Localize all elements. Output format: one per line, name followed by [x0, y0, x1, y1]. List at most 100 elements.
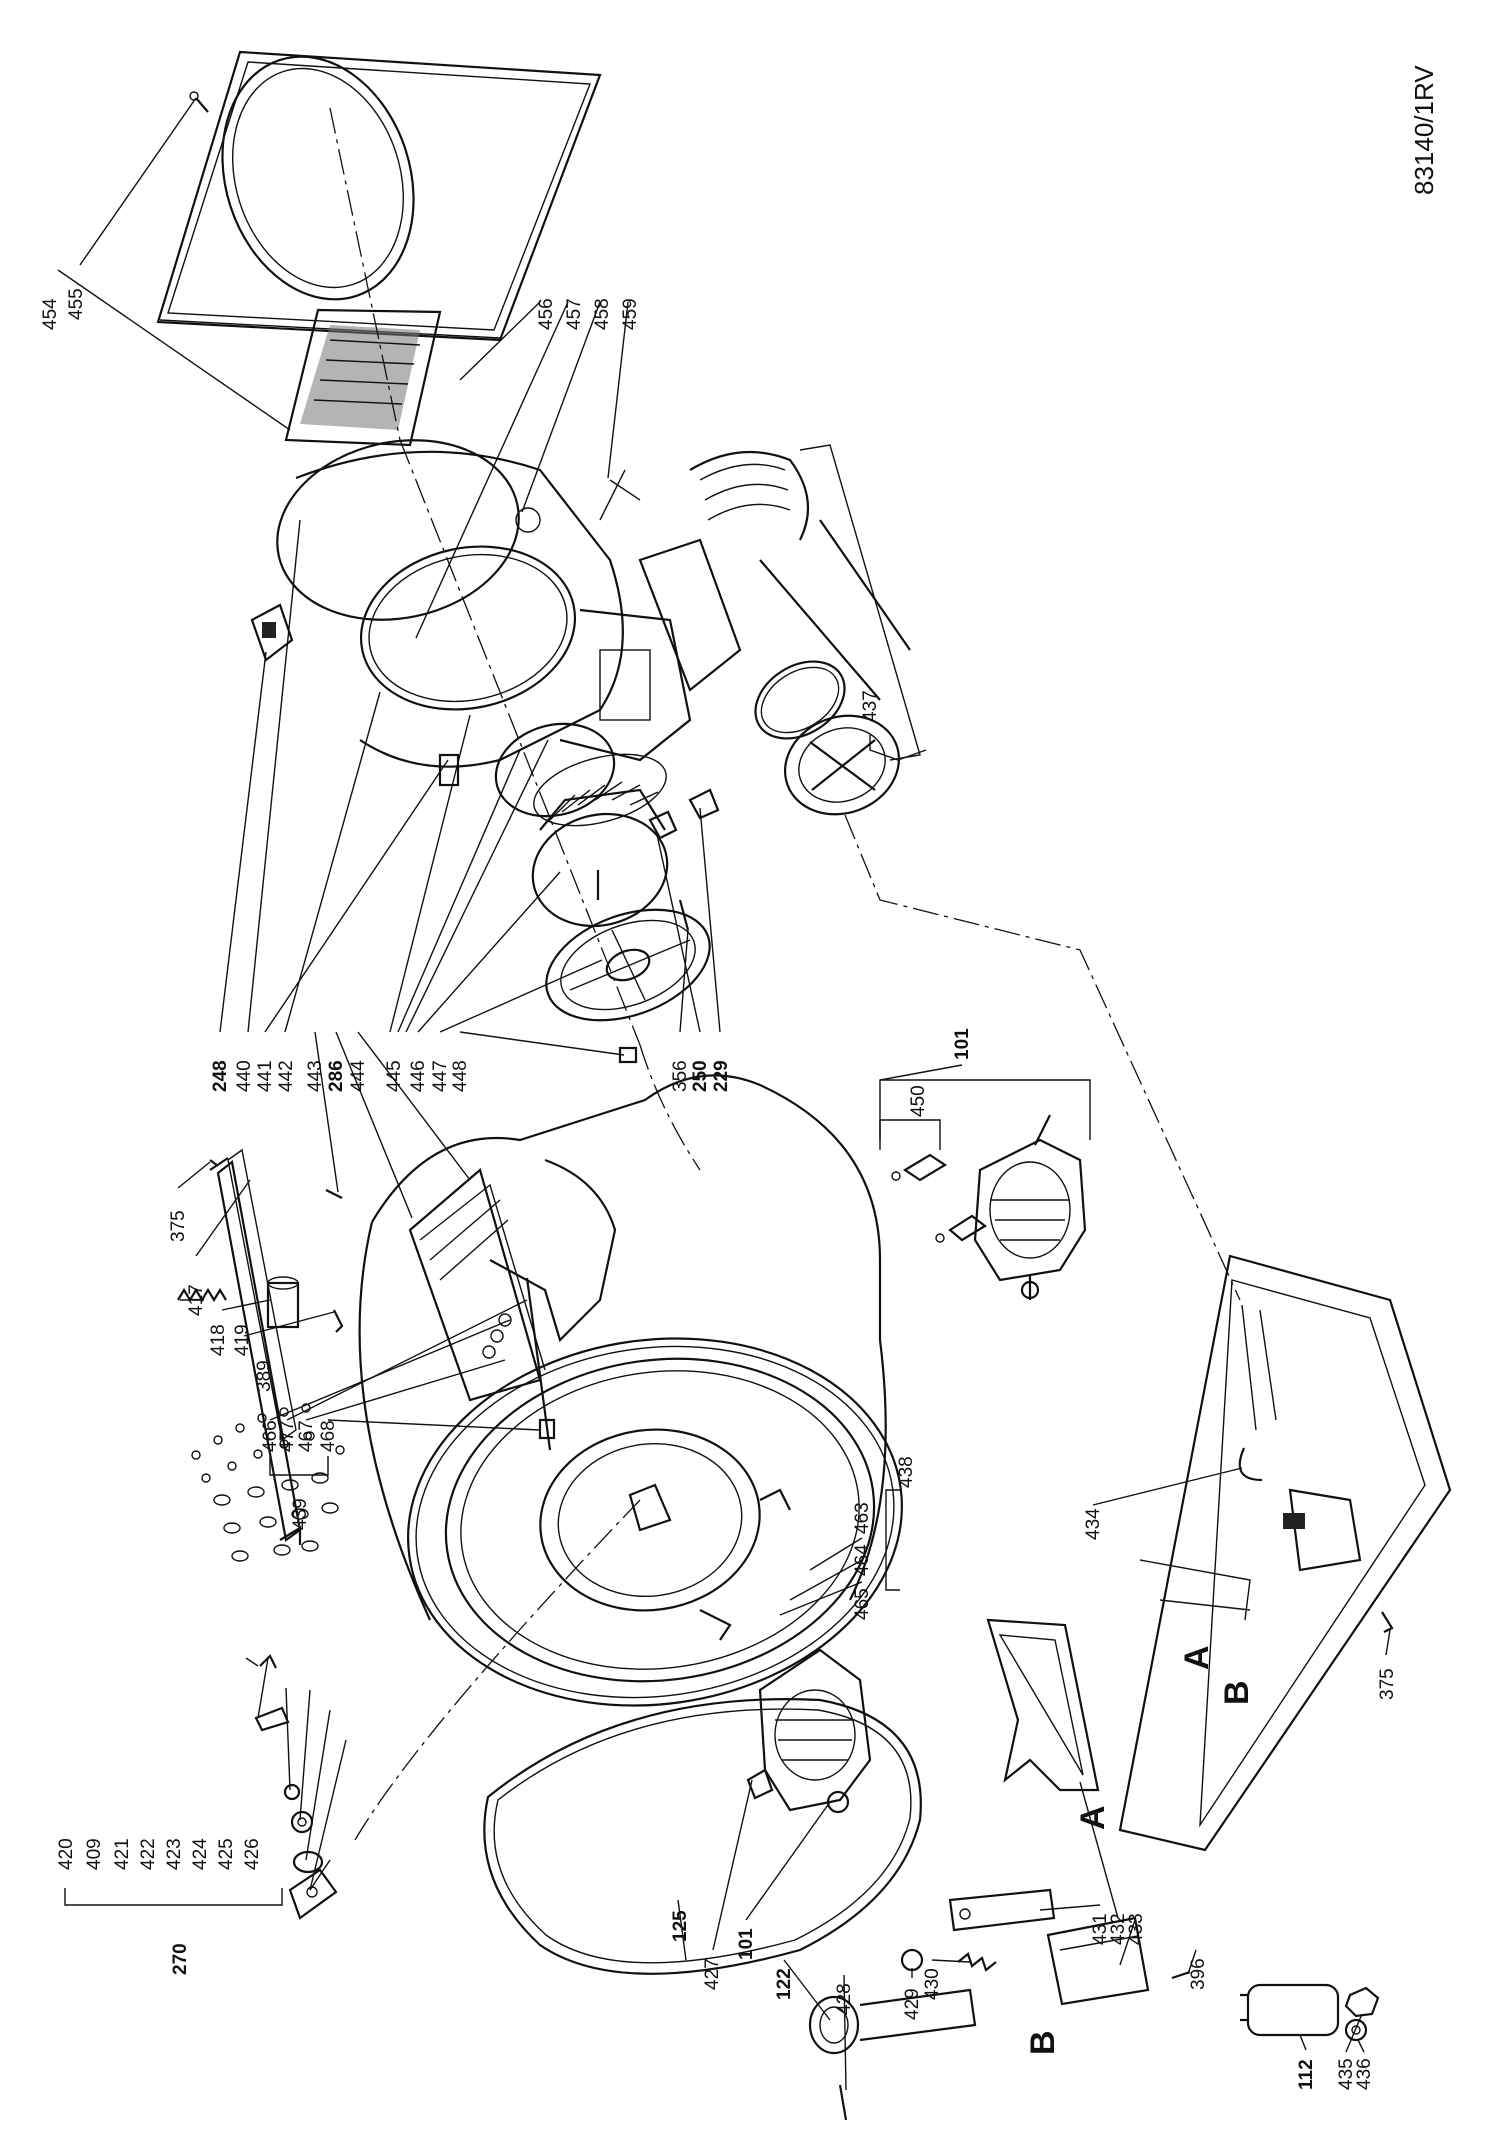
- label-467: 467: [296, 1420, 317, 1452]
- bracket-433: [1046, 1916, 1150, 2006]
- label-112: 112: [1296, 2059, 1317, 2090]
- label-420: 420: [56, 1838, 77, 1870]
- label-286: 286: [326, 1060, 347, 1092]
- label-419: 419: [232, 1324, 253, 1356]
- label-125: 125: [670, 1910, 691, 1942]
- label-418: 418: [208, 1324, 229, 1356]
- label-270: 270: [170, 1943, 191, 1975]
- label-389: 389: [254, 1360, 275, 1392]
- bracket-419: [266, 1276, 300, 1329]
- motor-upper: [973, 1114, 1087, 1300]
- screw-443: [325, 1189, 343, 1199]
- label-457: 457: [564, 298, 585, 330]
- label-448: 448: [450, 1060, 471, 1092]
- label-421: 421: [112, 1838, 133, 1870]
- support-rail: [209, 1148, 302, 1545]
- label-445: 445: [384, 1060, 405, 1092]
- label-444: 444: [348, 1060, 369, 1092]
- label-122: 122: [774, 1968, 795, 2000]
- drum-front-seal: [407, 1337, 903, 1707]
- label-375-top: 375: [168, 1210, 189, 1242]
- washer-436: [1344, 2018, 1368, 2042]
- label-455: 455: [66, 288, 87, 320]
- view-marker-b-base: B: [1218, 1680, 1256, 1705]
- view-marker-a-base: A: [1178, 1645, 1216, 1670]
- nut-435: [1344, 1986, 1380, 2018]
- pin-428: [838, 2084, 848, 2121]
- label-375-base: 375: [1377, 1668, 1398, 1700]
- label-456: 456: [536, 298, 557, 330]
- thermostat-442: [438, 753, 460, 787]
- label-432: 432: [1108, 1913, 1129, 1945]
- fan-cover: [545, 908, 711, 1022]
- label-436: 436: [1354, 2058, 1375, 2090]
- label-250: 250: [690, 1060, 711, 1092]
- label-441: 441: [255, 1060, 276, 1092]
- drawing-code: 83140/1RV: [1409, 65, 1439, 195]
- label-438: 438: [896, 1456, 917, 1488]
- mounting-bracket: [986, 1618, 1100, 1792]
- label-429: 429: [902, 1988, 923, 2020]
- label-426: 426: [242, 1838, 263, 1870]
- base-plate: [1118, 1254, 1452, 1852]
- label-446: 446: [408, 1060, 429, 1092]
- label-356: 356: [670, 1060, 691, 1092]
- screw-396: [1171, 1970, 1191, 1980]
- label-442: 442: [276, 1060, 297, 1092]
- pulley-429: [900, 1948, 924, 1972]
- screw-375-base: [1381, 1611, 1394, 1633]
- front-panel: [156, 50, 602, 342]
- exhaust-duct: [638, 450, 911, 740]
- label-459: 459: [620, 298, 641, 330]
- label-424: 424: [190, 1838, 211, 1870]
- clips-450: [891, 1153, 987, 1243]
- label-431: 431: [1090, 1913, 1111, 1945]
- view-marker-a-bracket: A: [1074, 1805, 1112, 1830]
- label-248: 248: [210, 1060, 231, 1092]
- label-463: 463: [852, 1502, 873, 1534]
- lint-filter: [284, 308, 442, 447]
- label-409: 409: [84, 1838, 105, 1870]
- centre-lines: [329, 107, 1241, 1841]
- fan-housing-ring: [494, 722, 616, 818]
- label-428: 428: [834, 1983, 855, 2015]
- label-464: 464: [852, 1544, 873, 1576]
- label-101-upper: 101: [952, 1028, 973, 1060]
- spring-430: [957, 1952, 997, 1972]
- label-433: 433: [1126, 1913, 1147, 1945]
- motor-lower: [746, 1648, 872, 1814]
- view-marker-b-bracket: B: [1024, 2030, 1062, 2055]
- label-396: 396: [1188, 1958, 1209, 1990]
- label-425: 425: [216, 1838, 237, 1870]
- label-450: 450: [908, 1085, 929, 1117]
- duct-outlet-grille: [783, 714, 901, 816]
- label-434: 434: [1083, 1508, 1104, 1540]
- label-477: 477: [277, 1420, 298, 1452]
- label-101-lower: 101: [736, 1928, 757, 1960]
- capacitor: [1240, 1983, 1340, 2037]
- label-427: 427: [702, 1958, 723, 1990]
- leader-lines: [57, 97, 1391, 2091]
- screw-375-top: [209, 1159, 219, 1167]
- door-switch: [250, 603, 294, 662]
- label-454: 454: [40, 298, 61, 330]
- drive-belt: [483, 1698, 922, 1975]
- tension-arm: [948, 1888, 1056, 1932]
- drum: [358, 1074, 887, 1683]
- label-447: 447: [430, 1060, 451, 1092]
- label-468: 468: [318, 1420, 339, 1452]
- rear-bulkhead: [276, 439, 692, 768]
- label-229: 229: [711, 1060, 732, 1092]
- label-458: 458: [592, 298, 613, 330]
- label-435: 435: [1336, 2058, 1357, 2090]
- part-labels: 454 455 456 457 458 459 248 440 441 442 …: [40, 288, 1398, 2090]
- label-439: 439: [290, 1498, 311, 1530]
- label-437: 437: [860, 690, 881, 722]
- label-430: 430: [922, 1968, 943, 2000]
- scattered-small-parts: [191, 1403, 345, 1562]
- label-423: 423: [164, 1838, 185, 1870]
- fan-impeller: [531, 753, 669, 928]
- label-465: 465: [852, 1588, 873, 1620]
- label-417: 417: [186, 1284, 207, 1316]
